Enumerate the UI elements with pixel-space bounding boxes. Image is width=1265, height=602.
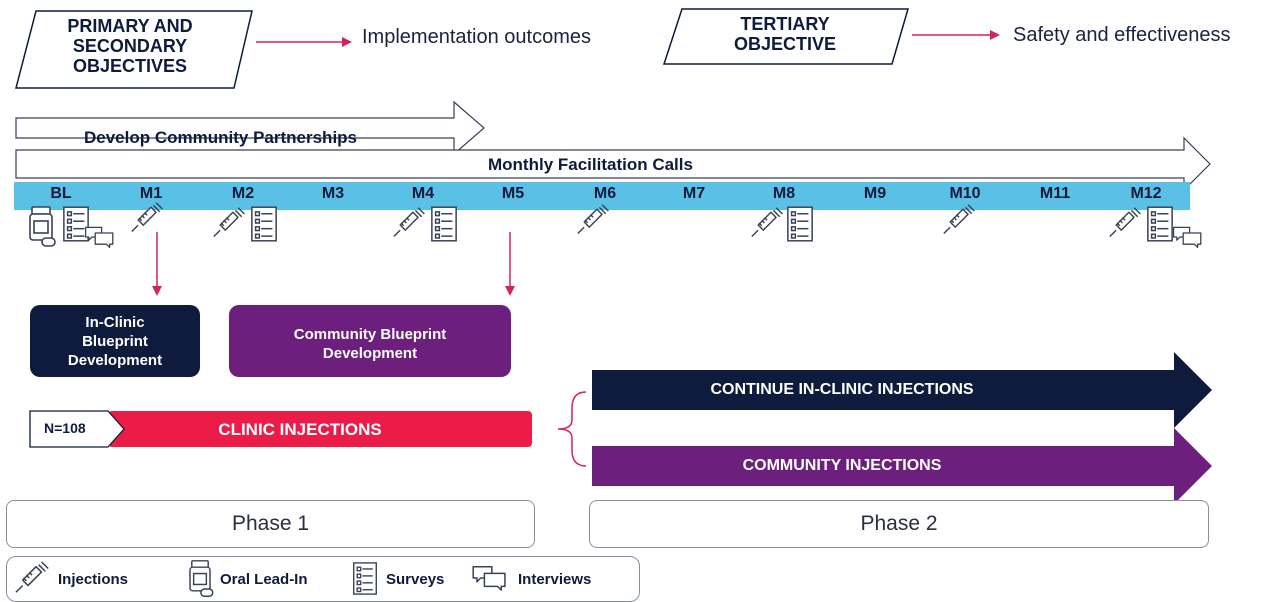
phase-brace <box>557 391 587 467</box>
syringe-icon <box>750 205 786 241</box>
phase2-label: Phase 2 <box>860 512 938 535</box>
month-label-bl: BL <box>50 185 72 202</box>
syringe-icon <box>212 205 248 241</box>
tertiary-objective-label: TERTIARY OBJECTIVE <box>733 14 837 54</box>
month-label-m5: M5 <box>501 185 525 202</box>
community-blueprint-box: Community Blueprint Development <box>229 305 511 377</box>
continue-in-clinic-label: CONTINUE IN-CLINIC INJECTIONS <box>710 381 974 398</box>
month-label-m6: M6 <box>593 185 617 202</box>
syringe-icon <box>392 205 428 241</box>
survey-icon <box>430 205 458 243</box>
community-injections-arrow <box>592 428 1212 504</box>
syringe-icon <box>130 200 166 236</box>
partnerships-arrow <box>15 100 485 156</box>
legend-surveys: Surveys <box>386 571 445 588</box>
m1-down-arrow <box>152 232 162 296</box>
primary-objective-outcome: Implementation outcomes <box>362 26 592 48</box>
phase1-label: Phase 1 <box>231 512 310 535</box>
facilitation-label: Monthly Facilitation Calls <box>488 155 693 174</box>
continue-in-clinic-arrow <box>592 352 1212 428</box>
syringe-icon <box>1108 205 1144 241</box>
phase1-box: Phase 1 <box>6 500 535 548</box>
tertiary-objective-shape <box>662 8 909 65</box>
syringe-icon <box>942 202 978 238</box>
community-injections-label: COMMUNITY INJECTIONS <box>742 457 942 474</box>
n-label: N=108 <box>44 420 86 436</box>
m5-down-arrow <box>505 232 515 296</box>
clinic-injections-bar <box>29 410 532 448</box>
month-label-m4: M4 <box>411 185 435 202</box>
legend-interviews: Interviews <box>518 571 592 588</box>
interview-icon <box>470 564 510 592</box>
syringe-icon <box>14 559 52 597</box>
primary-objective-arrow <box>256 37 352 47</box>
syringe-icon <box>576 202 612 238</box>
month-label-m3: M3 <box>321 185 345 202</box>
month-label-m8: M8 <box>772 185 796 202</box>
month-label-m12: M12 <box>1130 185 1162 202</box>
pill-bottle-icon <box>26 205 56 249</box>
legend-oral: Oral Lead-In <box>220 571 308 588</box>
interview-icon <box>84 225 116 249</box>
month-label-m1: M1 <box>139 185 163 202</box>
in-clinic-blueprint-box: In-Clinic Blueprint Development <box>30 305 200 377</box>
in-clinic-blueprint-label: In-Clinic Blueprint Development <box>67 313 163 369</box>
partnerships-label: Develop Community Partnerships <box>84 128 358 147</box>
clinic-injections-label: CLINIC INJECTIONS <box>218 420 382 439</box>
survey-icon <box>250 205 278 243</box>
month-label-m11: M11 <box>1039 185 1071 202</box>
tertiary-objective-arrow <box>912 30 1000 40</box>
month-label-m7: M7 <box>682 185 706 202</box>
primary-objective-shape <box>15 10 253 89</box>
survey-icon <box>786 205 814 243</box>
month-label-m10: M10 <box>949 185 981 202</box>
facilitation-arrow <box>15 136 1211 192</box>
survey-icon <box>352 561 378 596</box>
month-label-m2: M2 <box>231 185 255 202</box>
legend-injections: Injections <box>58 571 129 588</box>
primary-objective-label: PRIMARY AND SECONDARY OBJECTIVES <box>67 16 193 76</box>
community-blueprint-label: Community Blueprint Development <box>293 326 447 362</box>
month-label-m9: M9 <box>863 185 887 202</box>
legend <box>6 556 640 602</box>
tertiary-objective-outcome: Safety and effectiveness <box>1013 24 1231 46</box>
survey-icon <box>1146 205 1174 243</box>
phase2-box: Phase 2 <box>589 500 1209 548</box>
interview-icon <box>1172 225 1204 249</box>
pill-bottle-icon <box>186 559 214 599</box>
